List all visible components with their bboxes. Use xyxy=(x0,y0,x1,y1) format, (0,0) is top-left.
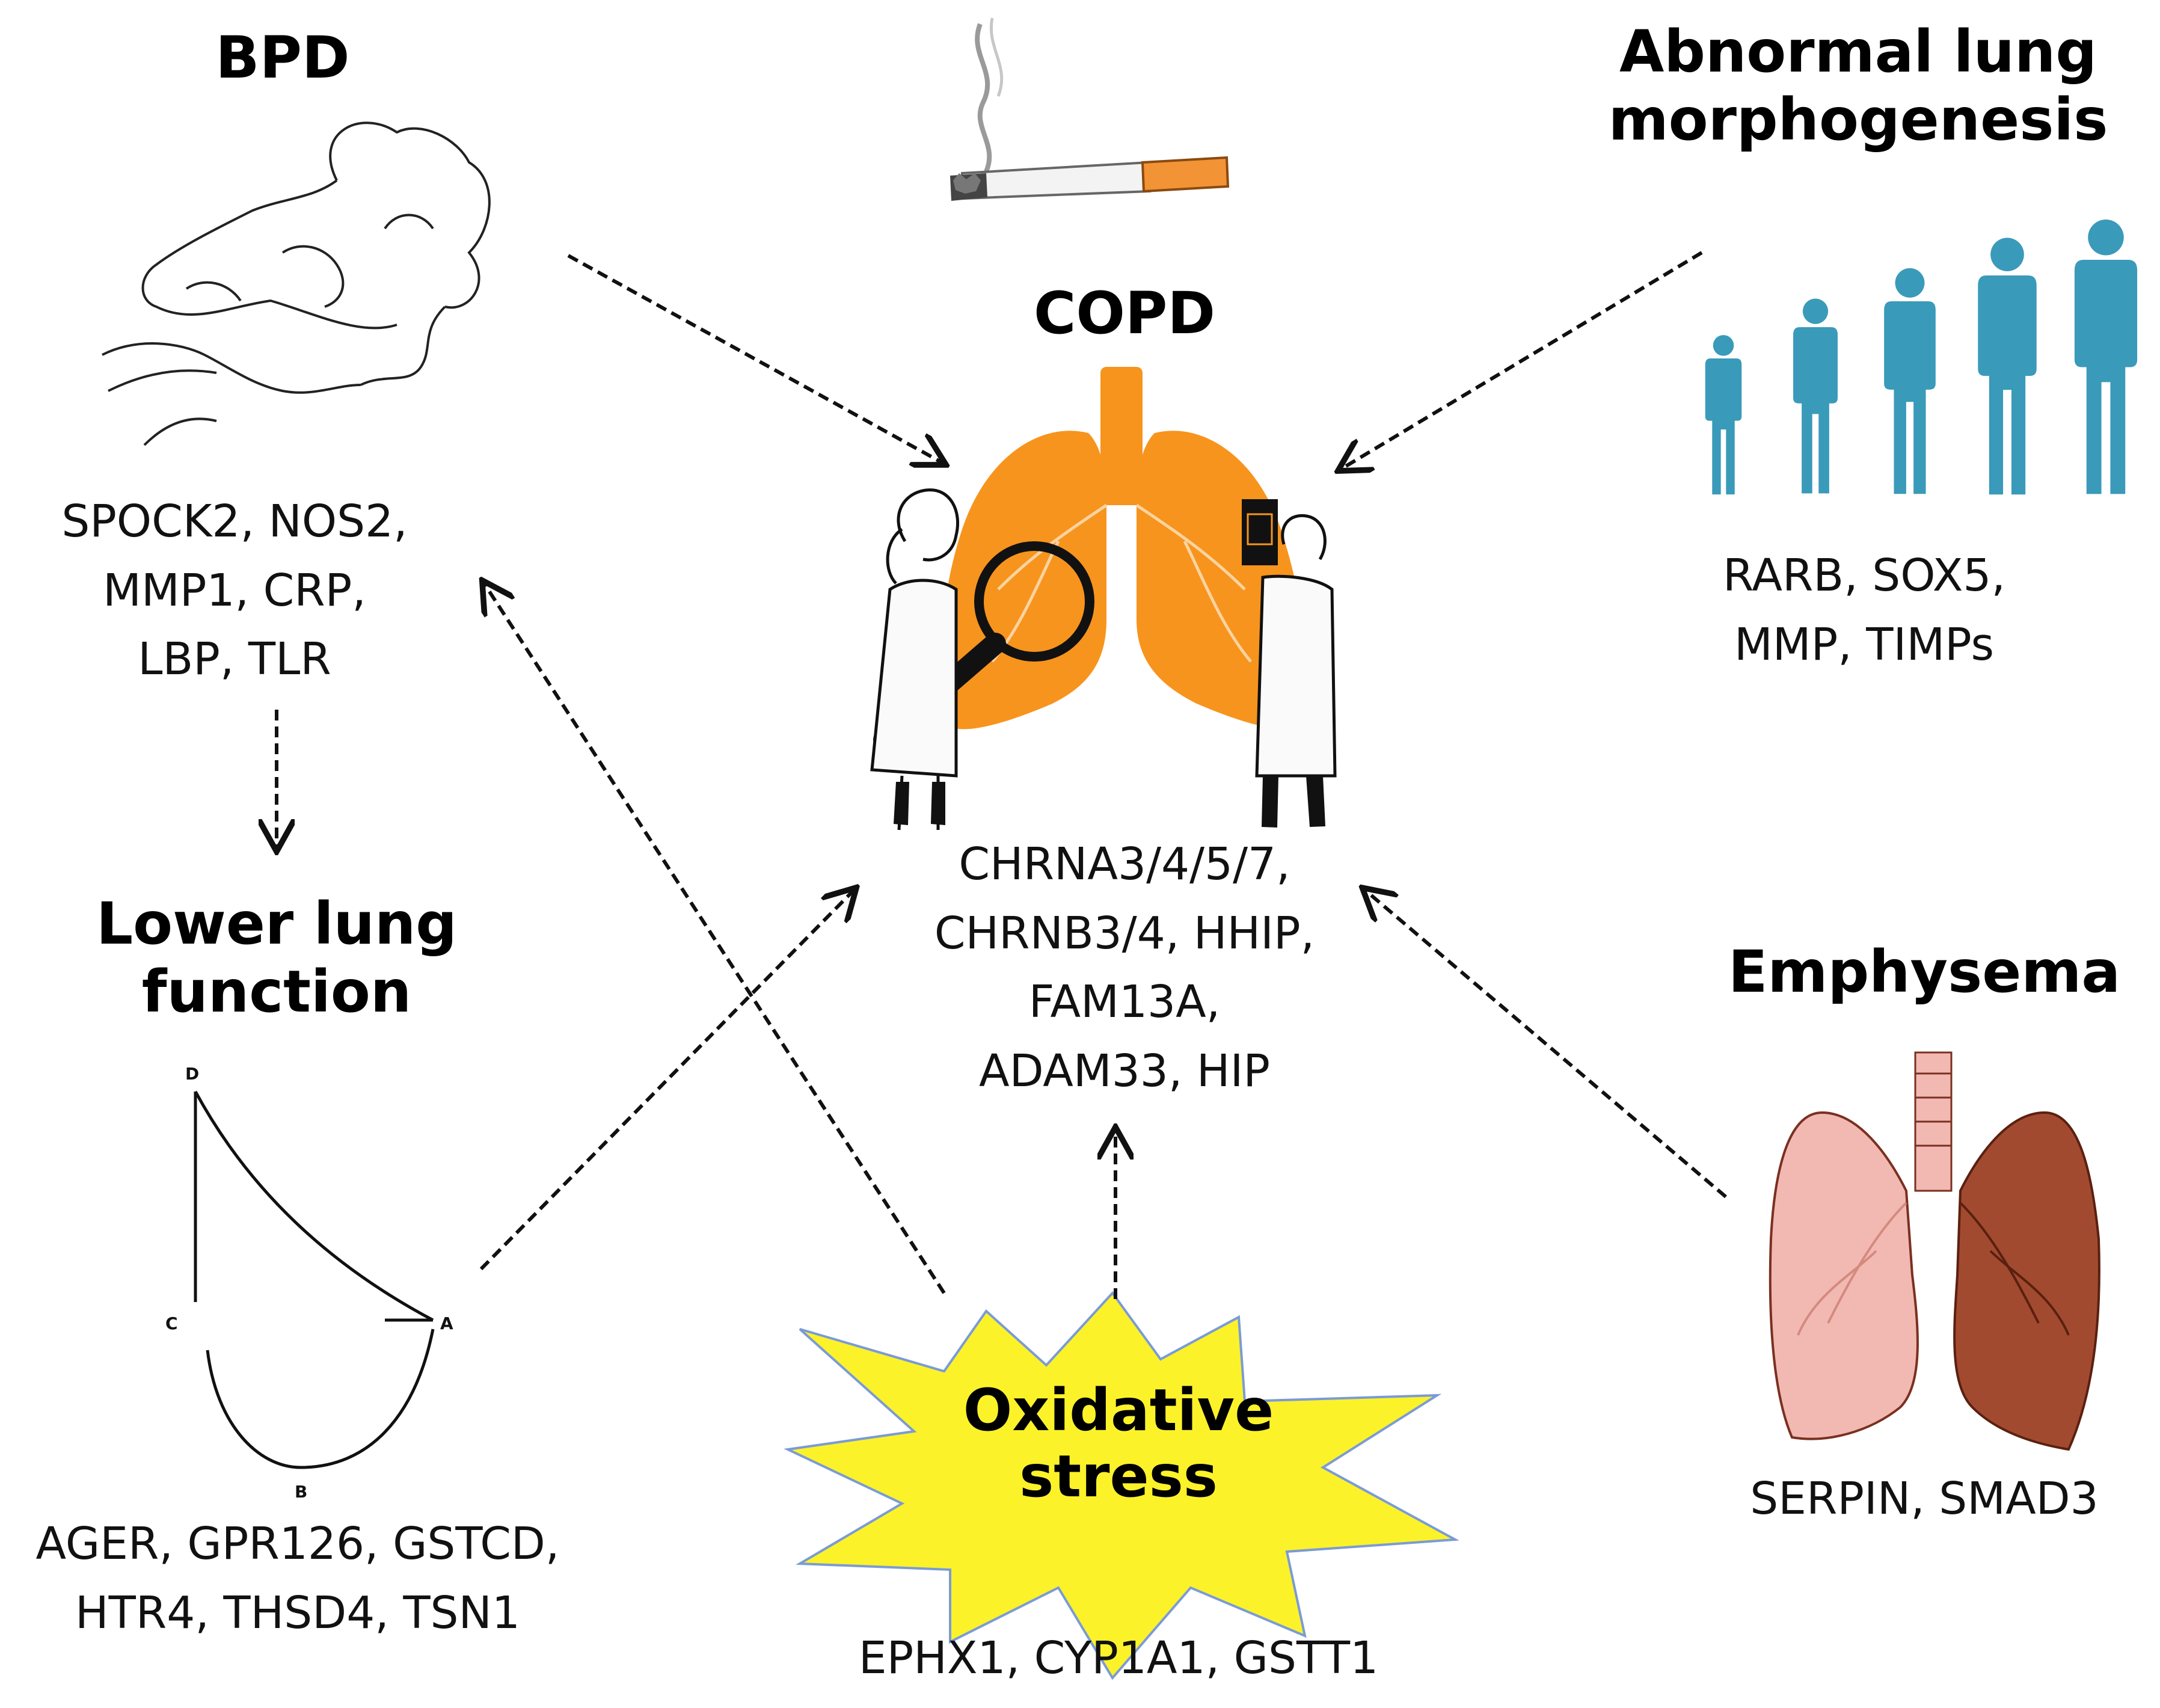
arrow-lower-to-copd xyxy=(479,890,854,1271)
abnormal-genes: RARB, SOX5, MMP, TIMPs xyxy=(1660,541,2069,679)
bpd-gene-line: SPOCK2, NOS2, xyxy=(61,496,408,547)
abnormal-title-line: Abnormal lung xyxy=(1619,18,2097,85)
lower-title-line: function xyxy=(141,958,412,1026)
arrow-oxidative-to-bpd xyxy=(484,583,946,1294)
oxidative-title-line: Oxidative xyxy=(963,1377,1274,1444)
curve-label-a: A xyxy=(440,1313,453,1333)
copd-genes: CHRNA3/4/5/7, CHRNB3/4, HHIP, FAM13A, AD… xyxy=(872,830,1377,1106)
bpd-gene-line: LBP, TLR xyxy=(138,633,331,686)
arrow-abnormal-to-copd xyxy=(1341,251,1703,469)
infant-sketch-icon xyxy=(102,121,491,446)
arrow-emphysema-to-copd xyxy=(1365,890,1727,1199)
copd-gene-line: CHRNB3/4, HHIP, xyxy=(934,907,1315,959)
copd-gene-line: ADAM33, HIP xyxy=(978,1045,1271,1098)
oxidative-title-line: stress xyxy=(1019,1443,1218,1511)
bpd-title: BPD xyxy=(215,24,350,91)
abnormal-title: Abnormal lung morphogenesis xyxy=(1576,18,2141,155)
emphysema-lungs-icon xyxy=(1769,1051,2100,1451)
bpd-gene-line: MMP1, CRP, xyxy=(103,564,366,616)
copd-gene-line: CHRNA3/4/5/7, xyxy=(959,838,1290,890)
lower-gene-line: HTR4, THSD4, TSN1 xyxy=(75,1587,520,1639)
star-burst-icon xyxy=(784,1291,1459,1680)
lower-gene-line: AGER, GPR126, GSTCD, xyxy=(35,1518,560,1570)
curve-label-b: B xyxy=(295,1482,307,1502)
curve-label-c: C xyxy=(165,1313,178,1333)
copd-gene-line: FAM13A, xyxy=(1028,976,1221,1028)
lower-genes: AGER, GPR126, GSTCD, HTR4, THSD4, TSN1 xyxy=(6,1510,589,1647)
growth-silhouettes-icon xyxy=(1705,220,2138,495)
abnormal-gene-line: RARB, SOX5, xyxy=(1722,550,2006,601)
emphysema-gene-line: SERPIN, SMAD3 xyxy=(1750,1473,2099,1525)
cigarette-icon xyxy=(950,17,1230,201)
bpd-genes: SPOCK2, NOS2, MMP1, CRP, LBP, TLR xyxy=(48,487,421,694)
oxidative-genes: EPHX1, CYP1A1, GSTT1 xyxy=(794,1624,1443,1693)
copd-title: COPD xyxy=(1033,280,1216,347)
lungs-with-doctors-icon xyxy=(865,367,1337,831)
pressure-volume-curve-icon xyxy=(194,1090,435,1469)
emphysema-genes: SERPIN, SMAD3 xyxy=(1708,1464,2141,1534)
curve-label-d: D xyxy=(185,1064,199,1084)
abnormal-gene-line: MMP, TIMPs xyxy=(1734,618,1995,671)
oxidative-gene-line: EPHX1, CYP1A1, GSTT1 xyxy=(858,1632,1379,1684)
arrow-bpd-to-copd xyxy=(567,254,943,463)
oxidative-title: Oxidative stress xyxy=(938,1377,1299,1510)
lower-title: Lower lung function xyxy=(60,890,493,1027)
emphysema-title: Emphysema xyxy=(1728,938,2121,1006)
lower-title-line: Lower lung xyxy=(96,890,457,957)
abnormal-title-line: morphogenesis xyxy=(1608,86,2108,154)
